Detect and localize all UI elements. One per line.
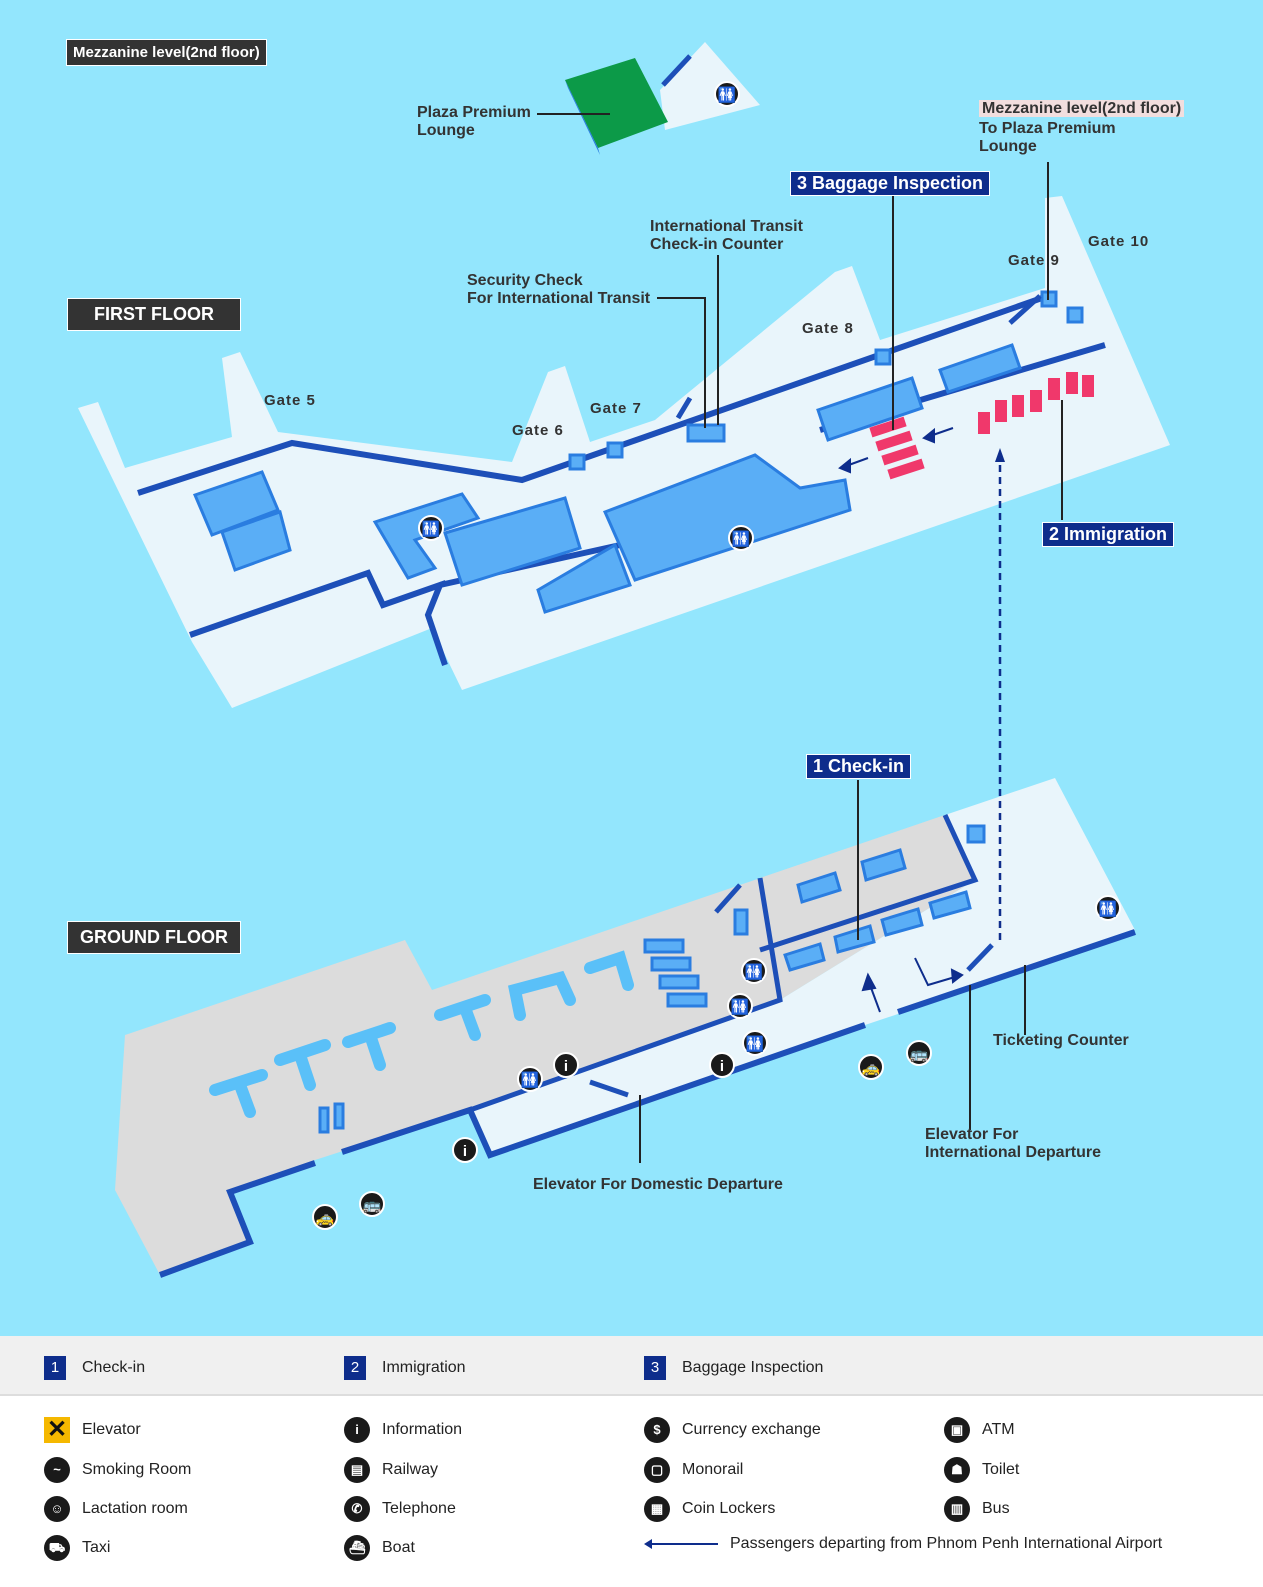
toilet-icon: ☗ <box>944 1457 970 1483</box>
ticketing-counter-label: Ticketing Counter <box>993 1032 1129 1049</box>
coin-lockers-icon: ▦ <box>644 1496 670 1522</box>
immigration-area <box>978 372 1094 434</box>
gate-9: Gate 9 <box>1008 252 1060 269</box>
elevator-intl-label: Elevator For International Departure <box>925 1126 1102 1161</box>
toilet-icon: 🚻 <box>714 81 740 107</box>
legend-currency-exchange: $Currency exchange <box>644 1417 821 1443</box>
toilet-icon: 🚻 <box>742 1030 768 1056</box>
legend-taxi: ⛟Taxi <box>44 1535 110 1561</box>
first-floor <box>78 196 1170 708</box>
legend-telephone: ✆Telephone <box>344 1496 456 1522</box>
check-in-islands <box>209 950 634 1118</box>
legend-bus: ▥Bus <box>944 1496 1010 1522</box>
map-step-baggage-inspection: 3 Baggage Inspection <box>790 171 991 196</box>
information-icon: i <box>344 1417 370 1443</box>
legend-smoking-room: ~Smoking Room <box>44 1457 191 1483</box>
legend-elevator: ✕Elevator <box>44 1417 141 1443</box>
taxi-icon: ⛟ <box>44 1535 70 1561</box>
taxi-icon: 🚕 <box>858 1054 884 1080</box>
legend-boat: ⛴Boat <box>344 1535 415 1561</box>
bus-icon: ▥ <box>944 1496 970 1522</box>
information-icon: i <box>452 1137 478 1163</box>
information-icon: i <box>709 1052 735 1078</box>
bus-icon: 🚌 <box>906 1040 932 1066</box>
ground-floor <box>115 778 1136 1278</box>
gate-6: Gate 6 <box>512 422 564 439</box>
legend-coin-lockers: ▦Coin Lockers <box>644 1496 775 1522</box>
toilet-icon: 🚻 <box>727 993 753 1019</box>
taxi-icon: 🚕 <box>312 1204 338 1230</box>
map-step-immigration: 2 Immigration <box>1042 522 1175 547</box>
legend-toilet: ☗Toilet <box>944 1457 1019 1483</box>
mezzanine-note-body: To Plaza Premium Lounge <box>979 120 1116 155</box>
gate-7: Gate 7 <box>590 400 642 417</box>
mezzanine-floor-tag: Mezzanine level(2nd floor) <box>66 39 267 66</box>
toilet-icon: 🚻 <box>741 958 767 984</box>
lactation-room-icon: ☺ <box>44 1496 70 1522</box>
currency-exchange-icon: $ <box>644 1417 670 1443</box>
legend-atm: ▣ATM <box>944 1417 1015 1443</box>
baggage-inspection-area <box>869 416 925 480</box>
mezzanine-note-title: Mezzanine level(2nd floor) <box>979 100 1185 118</box>
atm-icon: ▣ <box>944 1417 970 1443</box>
smoking-room-icon: ~ <box>44 1457 70 1483</box>
ground-floor-tag: GROUND FLOOR <box>67 921 241 954</box>
legend-railway: ▤Railway <box>344 1457 438 1483</box>
gate-8: Gate 8 <box>802 320 854 337</box>
security-check-label: Security Check For International Transit <box>467 272 651 307</box>
first-floor-tag: FIRST FLOOR <box>67 298 241 331</box>
monorail-icon: ▢ <box>644 1457 670 1483</box>
elevator-icon: ✕ <box>44 1417 70 1443</box>
toilet-icon: 🚻 <box>728 525 754 551</box>
elevator-domestic-label: Elevator For Domestic Departure <box>533 1176 783 1193</box>
toilet-icon: 🚻 <box>418 515 444 541</box>
airport-map: Mezzanine level(2nd floor) FIRST FLOOR G… <box>0 0 1263 1336</box>
boat-icon: ⛴ <box>344 1535 370 1561</box>
gate-10: Gate 10 <box>1088 233 1150 250</box>
route-arrow-icon <box>644 1539 718 1549</box>
map-step-check-in: 1 Check-in <box>806 754 912 779</box>
legend-departure-route: Passengers departing from Phnom Penh Int… <box>644 1535 1162 1553</box>
railway-icon: ▤ <box>344 1457 370 1483</box>
toilet-icon: 🚻 <box>517 1066 543 1092</box>
telephone-icon: ✆ <box>344 1496 370 1522</box>
intl-transit-checkin-label: International Transit Check-in Counter <box>650 218 803 253</box>
plaza-premium-lounge <box>565 58 668 148</box>
legend-lactation-room: ☺Lactation room <box>44 1496 188 1522</box>
toilet-icon: 🚻 <box>1095 895 1121 921</box>
mezzanine-floor <box>565 42 760 155</box>
plaza-lounge-label: Plaza Premium Lounge <box>417 104 531 139</box>
information-icon: i <box>553 1052 579 1078</box>
gate-5: Gate 5 <box>264 392 316 409</box>
legend-monorail: ▢Monorail <box>644 1457 743 1483</box>
bus-icon: 🚌 <box>359 1191 385 1217</box>
